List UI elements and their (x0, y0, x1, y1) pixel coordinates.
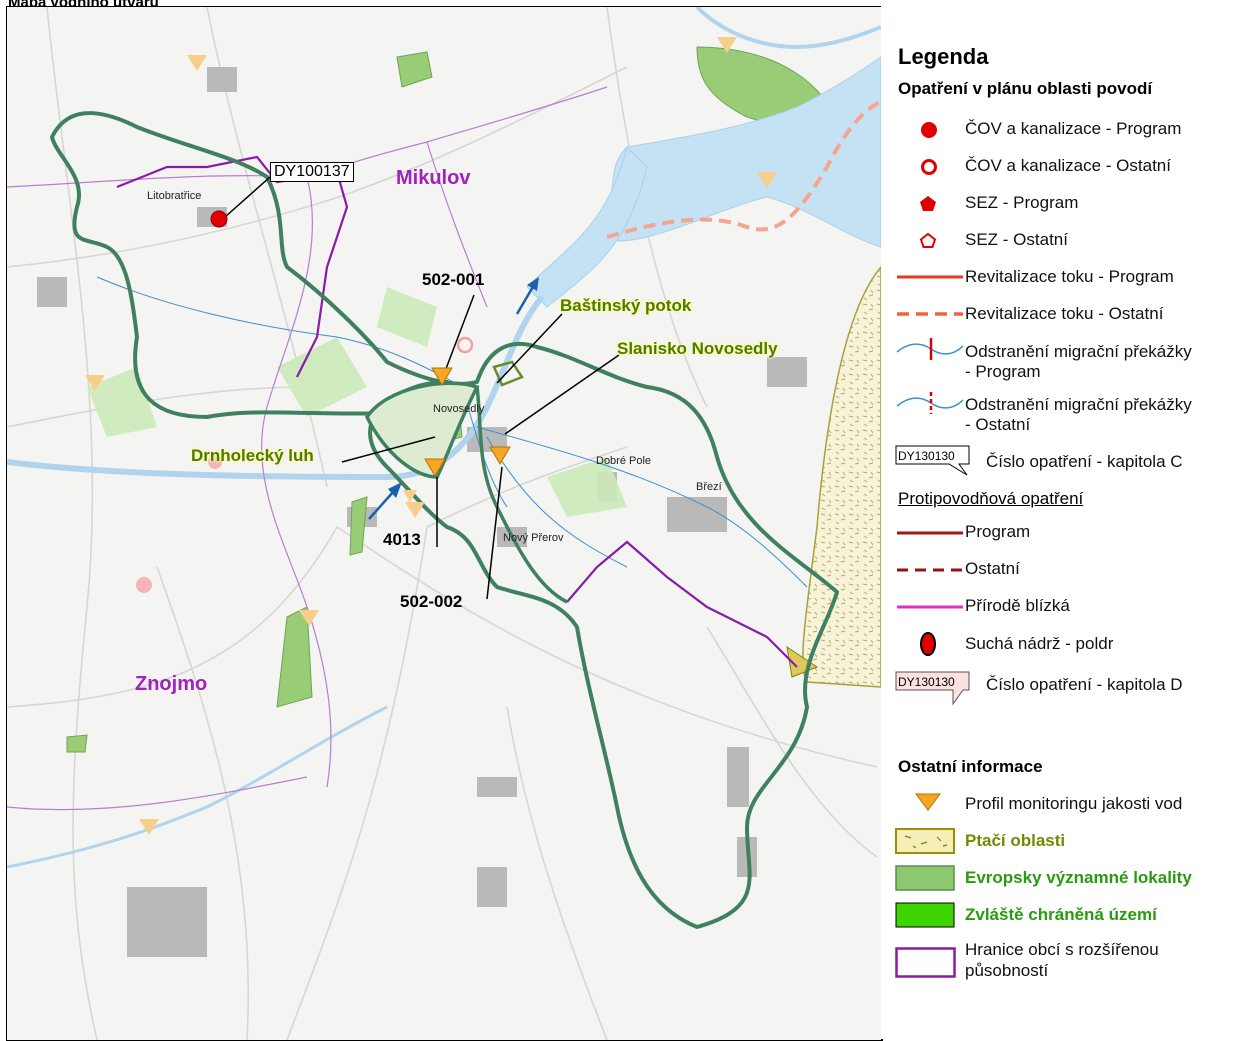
legend-item-flood-program: Program (965, 522, 1031, 541)
monitoring-points (85, 37, 777, 835)
legend-title: Legenda (898, 44, 989, 69)
legend-item-migration-other-line2: - Ostatní (965, 415, 1031, 434)
filled-red-pentagon-icon (920, 196, 936, 211)
nature-label-slanisko-novosedly: Slanisko Novosedly (617, 339, 778, 358)
town-label-novosedly: Novosedly (433, 403, 485, 415)
revitalization-line-other (606, 100, 881, 239)
migration-barrier-other-icon (896, 392, 964, 414)
legend-item-revitalization-other: Revitalizace toku - Ostatní (965, 304, 1164, 323)
measure-label-dy100137[interactable]: DY100137 (270, 162, 354, 182)
cov-other-point[interactable] (456, 336, 474, 354)
map-view[interactable]: Mikulov Znojmo Litobratřice Novosedly Do… (6, 6, 883, 1041)
river-upper (695, 7, 881, 50)
legend-section-measures: Opatření v plánu oblasti povodí (898, 79, 1153, 98)
orange-triangle-icon (915, 793, 941, 811)
callout-4013: 4013 (383, 530, 421, 549)
purple-boundary-patch-icon (895, 947, 956, 978)
legend-section-other: Ostatní informace (898, 757, 1043, 776)
cov-program-point[interactable] (210, 210, 228, 228)
water-body-inner-boundary (364, 381, 480, 479)
legend-section-flood: Protipovodňová opatření (898, 489, 1084, 508)
town-label-brezi: Březí (696, 481, 722, 493)
district-label-mikulov: Mikulov (396, 167, 471, 189)
red-ellipse-icon (920, 632, 936, 656)
legend-item-sez-other: SEZ - Ostatní (965, 230, 1068, 249)
legend-item-protected: Zvláště chráněná území (965, 905, 1157, 924)
legend-panel: Legenda Opatření v plánu oblasti povodí … (881, 6, 1237, 1039)
nature-label-bastinsky-potok: Baštinský potok (560, 296, 692, 315)
map-canvas[interactable] (7, 7, 881, 1040)
legend-item-sez-program: SEZ - Program (965, 193, 1079, 212)
cov-faint-point (208, 455, 222, 469)
filled-red-circle-icon (921, 122, 937, 138)
measure-code-c-text: DY130130 (898, 449, 955, 463)
town-label-novy-prerov: Nový Přerov (503, 532, 564, 544)
legend-item-cov-other: ČOV a kanalizace - Ostatní (965, 156, 1171, 175)
outlined-red-circle-icon (921, 159, 937, 175)
migration-barrier-program-icon (896, 338, 964, 360)
solid-red-line-icon (897, 275, 963, 279)
cov-faint-point-2 (136, 577, 152, 593)
river-lower (7, 705, 388, 869)
measure-code-d-icon: DY130130 (895, 671, 970, 706)
bastinsky-polygon (492, 360, 524, 387)
water-bodies (526, 56, 881, 308)
bird-area (802, 265, 881, 688)
callout-502-001: 502-001 (422, 270, 485, 289)
road-network (7, 7, 878, 1040)
legend-item-district-boundary-line2: působností (965, 961, 1049, 980)
dashed-darkred-line-icon (897, 568, 963, 572)
bright-green-patch-icon (895, 902, 955, 928)
magenta-line-icon (897, 605, 963, 609)
outlined-red-pentagon-icon (919, 232, 937, 248)
green-areas (87, 287, 627, 517)
legend-item-flood-other: Ostatní (965, 559, 1020, 578)
legend-item-measure-d: Číslo opatření - kapitola D (986, 675, 1183, 694)
legend-item-migration-program: Odstranění migrační překážky (965, 342, 1192, 361)
district-boundary-highlight-south (566, 540, 798, 668)
legend-item-migration-program-line2: - Program (965, 362, 1041, 381)
nature-label-drnholecky-luh: Drnholecký luh (191, 446, 314, 465)
callout-502-002: 502-002 (400, 592, 463, 611)
river-thaya (7, 295, 545, 481)
green-patch-icon (895, 865, 955, 891)
district-label-znojmo: Znojmo (135, 673, 208, 695)
dashed-red-line-icon (897, 312, 963, 316)
legend-item-cov-program: ČOV a kanalizace - Program (965, 119, 1182, 138)
measure-code-c-icon: DY130130 (895, 445, 970, 476)
callout-lines (224, 176, 620, 600)
migration-arrows (368, 277, 539, 520)
legend-item-flood-natural: Přírodě blízká (965, 596, 1070, 615)
bird-area-patch-icon (895, 828, 955, 854)
page-title: Mapa vodního útvaru (8, 0, 159, 11)
legend-item-polder: Suchá nádrž - poldr (965, 634, 1114, 653)
legend-item-bird-areas: Ptačí oblasti (965, 831, 1066, 850)
legend-item-district-boundary: Hranice obcí s rozšířenou (965, 940, 1159, 959)
legend-item-migration-other: Odstranění migrační překážky (965, 395, 1192, 414)
legend-item-evl: Evropsky významné lokality (965, 868, 1192, 887)
town-label-dobre-pole: Dobré Pole (596, 455, 652, 467)
solid-darkred-line-icon (897, 531, 963, 535)
legend-item-revitalization-program: Revitalizace toku - Program (965, 267, 1174, 286)
legend-item-monitoring: Profil monitoringu jakosti vod (965, 794, 1183, 813)
legend-item-measure-c: Číslo opatření - kapitola C (986, 452, 1183, 471)
town-label-litobratrice: Litobratřice (147, 190, 202, 202)
water-body-boundary (50, 111, 839, 929)
measure-code-d-text: DY130130 (898, 675, 955, 689)
